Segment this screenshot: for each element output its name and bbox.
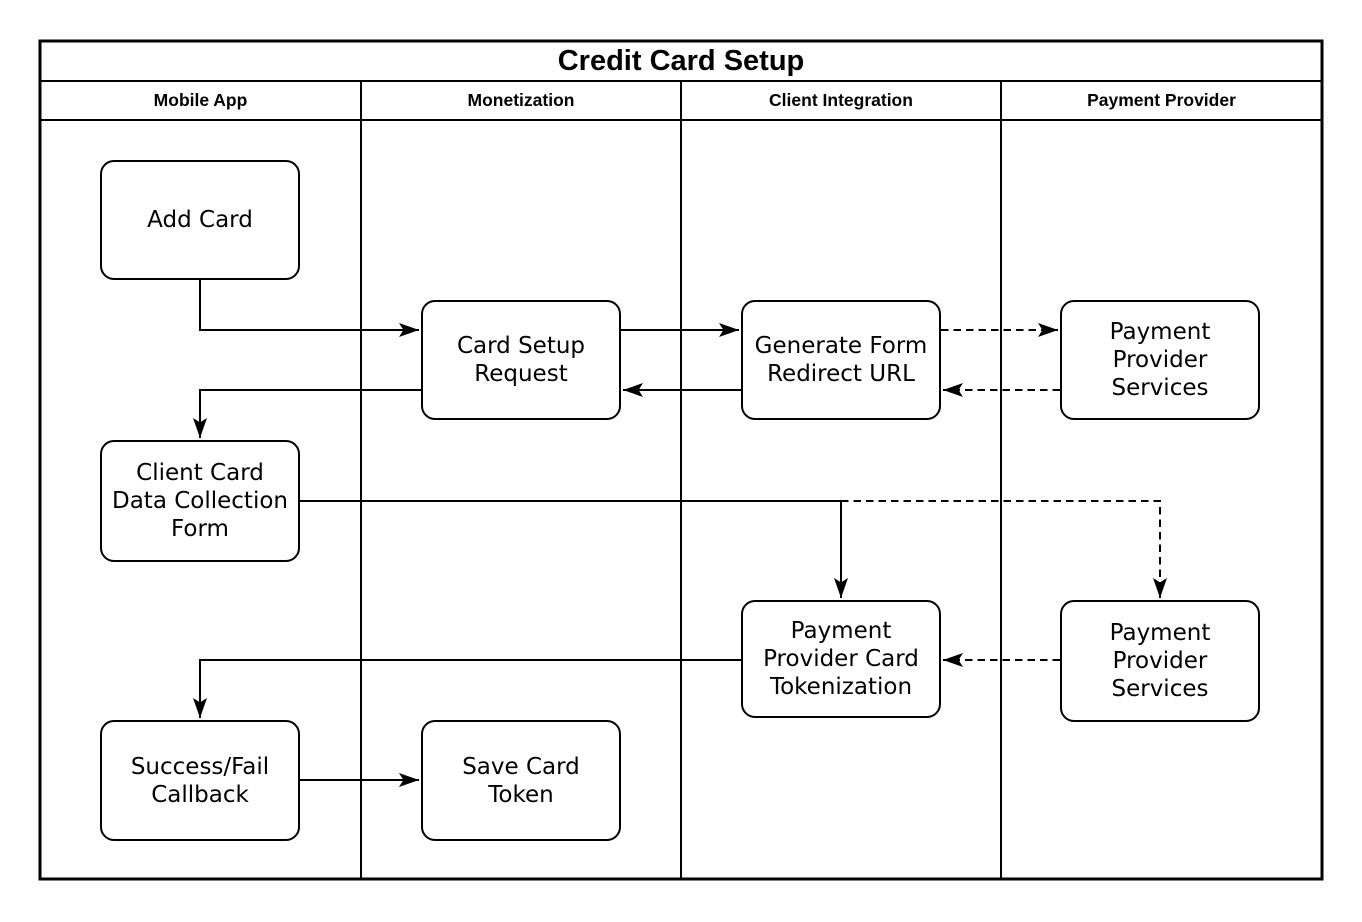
node-payment-provider-card-tokenization: Payment Provider Card Tokenization — [741, 600, 941, 718]
node-payment-provider-services-bottom-label: Payment Provider Services — [1109, 620, 1211, 702]
lane-header-monetization: Monetization — [467, 90, 575, 110]
node-card-setup-request-label: Card Setup Request — [456, 333, 586, 387]
node-payment-provider-services-bottom: Payment Provider Services — [1060, 600, 1260, 722]
diagram-title: Credit Card Setup — [557, 44, 805, 77]
edge-add-card-to-card-setup-request — [199, 280, 419, 337]
node-success-fail-callback: Success/Fail Callback — [100, 720, 300, 841]
node-save-card-token: Save Card Token — [421, 720, 621, 841]
node-add-card-label: Add Card — [147, 207, 253, 233]
lane-header-client-integration: Client Integration — [769, 90, 913, 110]
node-success-fail-callback-label: Success/Fail Callback — [130, 753, 270, 808]
node-generate-form-redirect-url: Generate Form Redirect URL — [741, 300, 941, 420]
node-client-card-data-collection-form-label: Client Card Data Collection Form — [112, 460, 288, 542]
edge-tokenization-to-success-fail-callback — [193, 659, 741, 718]
node-card-setup-request: Card Setup Request — [421, 300, 621, 420]
node-client-card-data-collection-form: Client Card Data Collection Form — [100, 440, 300, 562]
edge-client-card-form-to-tokenization — [300, 500, 848, 598]
node-generate-form-redirect-url-label: Generate Form Redirect URL — [754, 333, 928, 387]
node-payment-provider-card-tokenization-label: Payment Provider Card Tokenization — [763, 618, 919, 700]
edge-card-setup-request-to-client-card-form — [193, 389, 421, 438]
node-add-card: Add Card — [100, 160, 300, 280]
edge-client-card-form-to-payment-provider-services — [841, 500, 1167, 598]
node-payment-provider-services-top-label: Payment Provider Services — [1109, 319, 1211, 401]
lane-header-mobile-app: Mobile App — [153, 90, 248, 110]
node-payment-provider-services-top: Payment Provider Services — [1060, 300, 1260, 420]
lane-header-payment-provider: Payment Provider — [1087, 90, 1236, 110]
node-save-card-token-label: Save Card Token — [462, 753, 580, 808]
